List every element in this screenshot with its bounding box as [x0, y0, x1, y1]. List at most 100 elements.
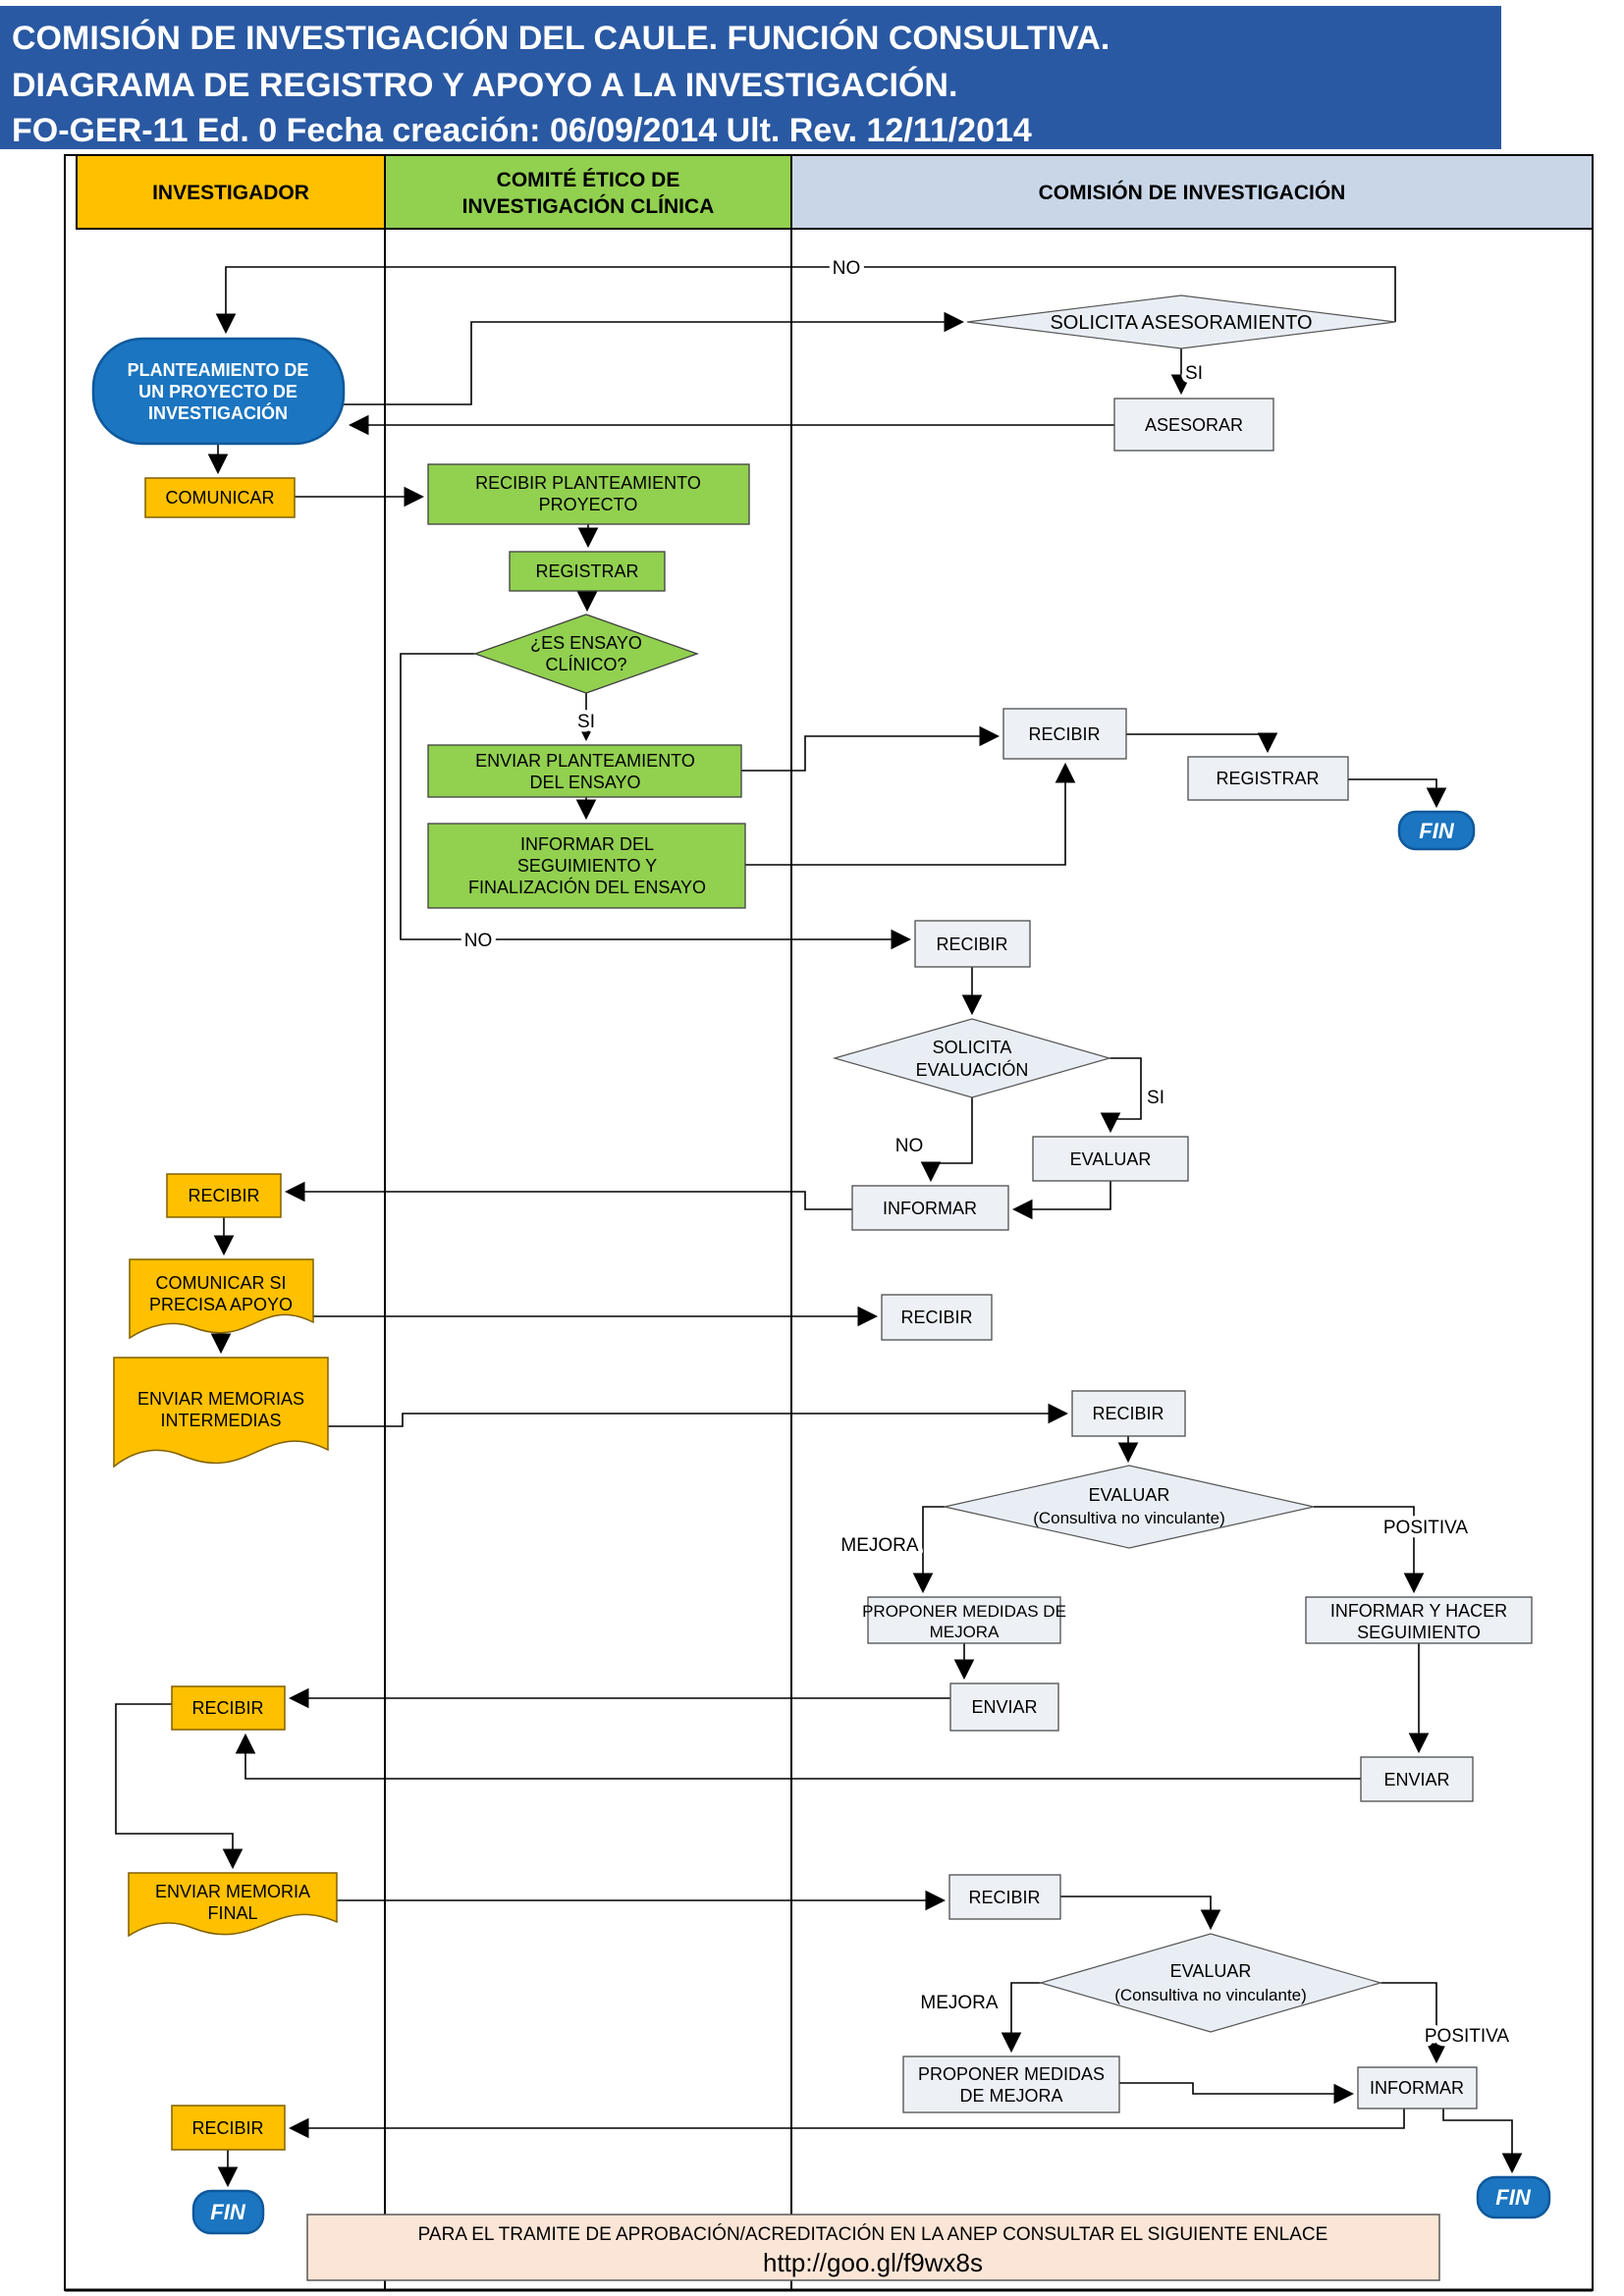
lane-header-investigador [76, 154, 386, 230]
connector [288, 2109, 1405, 2139]
connector [284, 1181, 852, 1210]
node-text: ENVIAR PLANTEAMIENTO [475, 751, 695, 771]
footer-background [306, 2214, 1440, 2281]
node-recibir-comision-1: RECIBIR [1002, 708, 1127, 760]
document-shape [129, 1258, 314, 1340]
node-text: SOLICITA ASESORAMIENTO [1050, 312, 1312, 334]
decision-shape [944, 1465, 1315, 1549]
decision-shape [966, 294, 1396, 349]
swimlane-table: INVESTIGADOR COMITÉ ÉTICO DE INVESTIGACI… [64, 154, 1594, 2291]
node-proponer-medidas-2: PROPONER MEDIDAS DE MEJORA [902, 2056, 1120, 2113]
node-text: INFORMAR DEL [520, 834, 654, 854]
node-es-ensayo-clinico: ¿ES ENSAYO CLÍNICO? [473, 614, 699, 694]
connector [1100, 1057, 1142, 1134]
title-line-3: FO-GER-11 Ed. 0 Fecha creación: 06/09/20… [12, 112, 1032, 149]
connector [1119, 2082, 1355, 2105]
node-text: ENVIAR MEMORIA [155, 1882, 310, 1901]
node-informar-evaluacion: INFORMAR [851, 1185, 1009, 1231]
node-text: INFORMAR Y HACER [1330, 1601, 1507, 1621]
node-registrar-comision: REGISTRAR [1187, 756, 1349, 801]
footer-text: PARA EL TRAMITE DE APROBACIÓN/ACREDITACI… [418, 2223, 1328, 2245]
process-shape [427, 744, 742, 798]
node-comunicar-si-precisa-apoyo: COMUNICAR SI PRECISA APOYO [129, 1258, 314, 1340]
connector [1126, 732, 1278, 754]
node-text: RECIBIR [968, 1888, 1040, 1907]
node-fin-comision: FIN [1476, 2175, 1551, 2219]
connector [1442, 2109, 1523, 2174]
node-evaluar: EVALUAR [1032, 1136, 1189, 1182]
lane-header-comision [790, 154, 1594, 230]
connector [1011, 1181, 1111, 1220]
decision-shape [473, 614, 699, 694]
lane-label-investigador: INVESTIGADOR [152, 182, 309, 204]
connector [235, 1733, 1361, 1780]
node-text: INVESTIGACIÓN [148, 402, 288, 423]
node-text: DEL ENSAYO [529, 773, 640, 792]
label-si-ensayo: SI [577, 712, 595, 732]
document-shape [128, 1872, 338, 1938]
node-informar-hacer-seguimiento: INFORMAR Y HACER SEGUIMIENTO [1305, 1596, 1533, 1644]
connector [215, 266, 1396, 335]
connector [1348, 778, 1447, 809]
node-recibir-investigador-3: RECIBIR [171, 2105, 286, 2151]
node-text: FINAL [207, 1903, 257, 1923]
node-text: PROYECTO [539, 495, 638, 514]
node-solicita-asesoramiento: SOLICITA ASESORAMIENTO [966, 294, 1396, 349]
node-informar-final: INFORMAR [1357, 2066, 1478, 2109]
node-text: RECIBIR [1028, 724, 1100, 744]
nodes: PLANTEAMIENTO DE UN PROYECTO DE INVESTIG… [91, 294, 1551, 2235]
node-enviar-planteamiento-ensayo: ENVIAR PLANTEAMIENTO DEL ENSAYO [427, 744, 742, 798]
node-text: REGISTRAR [535, 561, 638, 581]
label-no-ensayo: NO [464, 931, 493, 951]
node-informar-seguimiento: INFORMAR DEL SEGUIMIENTO Y FINALIZACIÓN … [427, 823, 746, 909]
node-text: RECIBIR [191, 1698, 263, 1718]
node-text: REGISTRAR [1216, 769, 1319, 788]
node-text: EVALUACIÓN [916, 1059, 1029, 1080]
process-shape [1071, 1390, 1186, 1437]
process-shape [1002, 708, 1127, 760]
node-text: UN PROYECTO DE [138, 382, 298, 401]
node-text: FIN [1495, 2185, 1532, 2210]
node-text: (Consultiva no vinculante) [1114, 1986, 1307, 2004]
node-recibir-comision-5: RECIBIR [948, 1874, 1061, 1920]
node-text: PROPONER MEDIDAS [918, 2064, 1105, 2084]
node-text: FIN [1419, 819, 1455, 843]
process-shape [144, 477, 296, 518]
node-text: INFORMAR [1370, 2078, 1464, 2098]
label-no-asesoramiento: NO [833, 258, 861, 279]
node-fin-investigador: FIN [191, 2189, 265, 2235]
lane-label-comision: COMISIÓN DE INVESTIGACIÓN [1039, 181, 1346, 204]
title-banner: COMISIÓN DE INVESTIGACIÓN DEL CAULE. FUN… [0, 6, 1501, 149]
node-evaluar-consultiva-1: EVALUAR (Consultiva no vinculante) [944, 1465, 1315, 1549]
process-shape [1305, 1596, 1533, 1644]
node-text: ASESORAR [1145, 415, 1243, 435]
label-mejora-2: MEJORA [920, 1993, 999, 2013]
node-asesorar: ASESORAR [1113, 398, 1274, 452]
connector [1380, 1982, 1447, 2064]
process-shape [902, 2056, 1120, 2113]
node-planteamiento-proyecto: PLANTEAMIENTO DE UN PROYECTO DE INVESTIG… [91, 337, 346, 446]
connector [115, 1703, 244, 1870]
node-text: EVALUAR [1089, 1485, 1170, 1505]
branch-labels: NO SI SI NO SI NO MEJORA POSITIVA MEJORA… [460, 254, 1514, 2052]
node-recibir-investigador-1: RECIBIR [166, 1173, 282, 1218]
process-shape [427, 463, 750, 525]
decision-shape [832, 1018, 1112, 1098]
connector [912, 1506, 945, 1594]
process-shape [1357, 2066, 1478, 2109]
connector [1001, 1982, 1041, 2054]
process-shape [427, 823, 746, 909]
footer-link[interactable]: http://goo.gl/f9wx8s [763, 2248, 983, 2277]
connector [1060, 1896, 1221, 1931]
decision-shape [1038, 1933, 1383, 2033]
node-text: SEGUIMIENTO Y [517, 856, 657, 876]
table-border [64, 154, 1594, 2291]
node-text: RECIBIR [900, 1308, 972, 1327]
node-text: ENVIAR [1383, 1770, 1449, 1789]
label-positiva-1: POSITIVA [1383, 1518, 1469, 1538]
node-enviar-mejora: ENVIAR [949, 1682, 1059, 1732]
node-text: RECIBIR [188, 1186, 259, 1205]
node-text: SOLICITA [933, 1038, 1012, 1057]
process-shape [1032, 1136, 1189, 1182]
